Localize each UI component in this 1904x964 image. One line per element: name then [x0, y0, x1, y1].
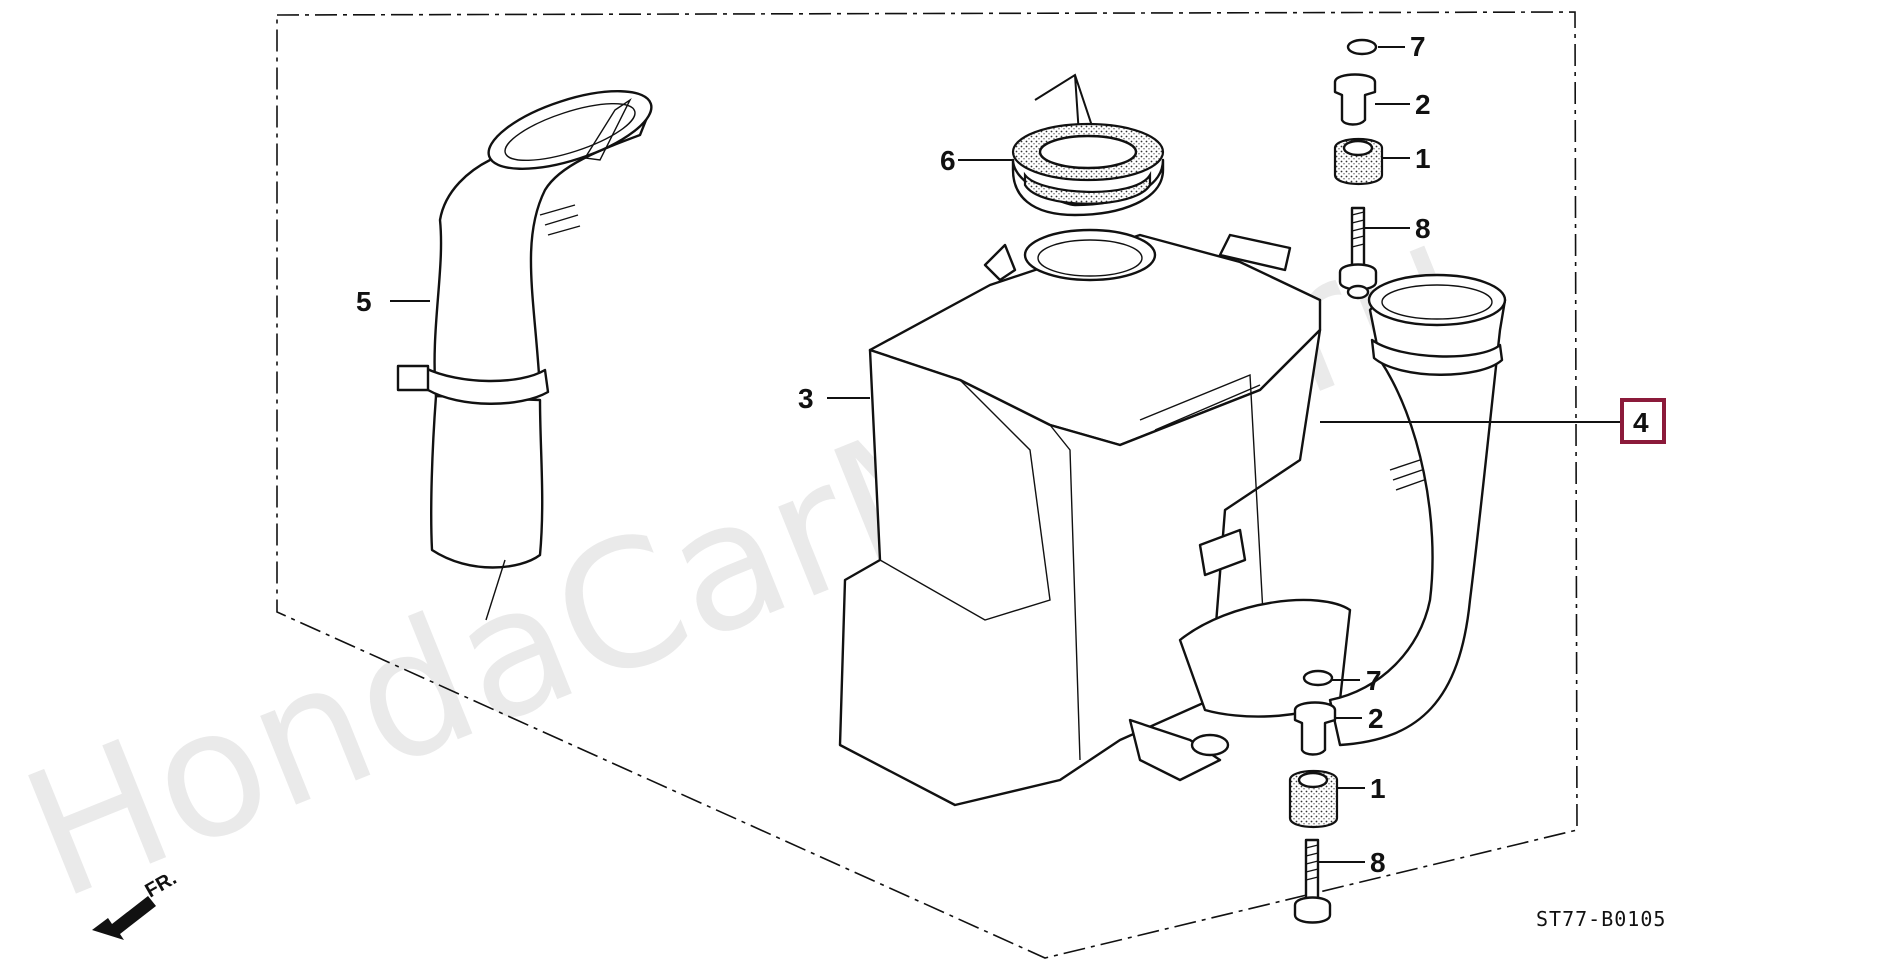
grommet-part-6 — [1011, 73, 1165, 217]
hardware-stack-bottom — [1288, 669, 1339, 924]
callout-5: 5 — [356, 286, 372, 317]
washer-7-top — [1346, 38, 1378, 56]
callout-7-bottom: 7 — [1366, 665, 1382, 696]
callout-3: 3 — [798, 383, 814, 414]
outlet-duct-right — [1328, 273, 1507, 747]
assembly-boundary — [276, 11, 1578, 959]
intake-duct-part-5 — [396, 90, 653, 621]
leader-lines — [390, 46, 1620, 863]
air-cleaner-housing-part-3 — [838, 228, 1352, 807]
callout-7-top: 7 — [1410, 31, 1426, 62]
callout-1-bottom: 1 — [1370, 773, 1386, 804]
assembly-callout-4[interactable]: 4 — [1620, 398, 1666, 444]
hardware-stack-top — [1333, 38, 1384, 300]
drawing-code: ST77-B0105 — [1536, 907, 1666, 931]
callout-1-top: 1 — [1415, 143, 1431, 174]
assembly-callout-number: 4 — [1633, 407, 1649, 438]
front-arrow-icon — [92, 896, 156, 940]
callout-8-bottom: 8 — [1370, 847, 1386, 878]
callout-2-top: 2 — [1415, 89, 1431, 120]
callout-6: 6 — [940, 145, 956, 176]
callout-8-top: 8 — [1415, 213, 1431, 244]
callout-2-bottom: 2 — [1368, 703, 1384, 734]
